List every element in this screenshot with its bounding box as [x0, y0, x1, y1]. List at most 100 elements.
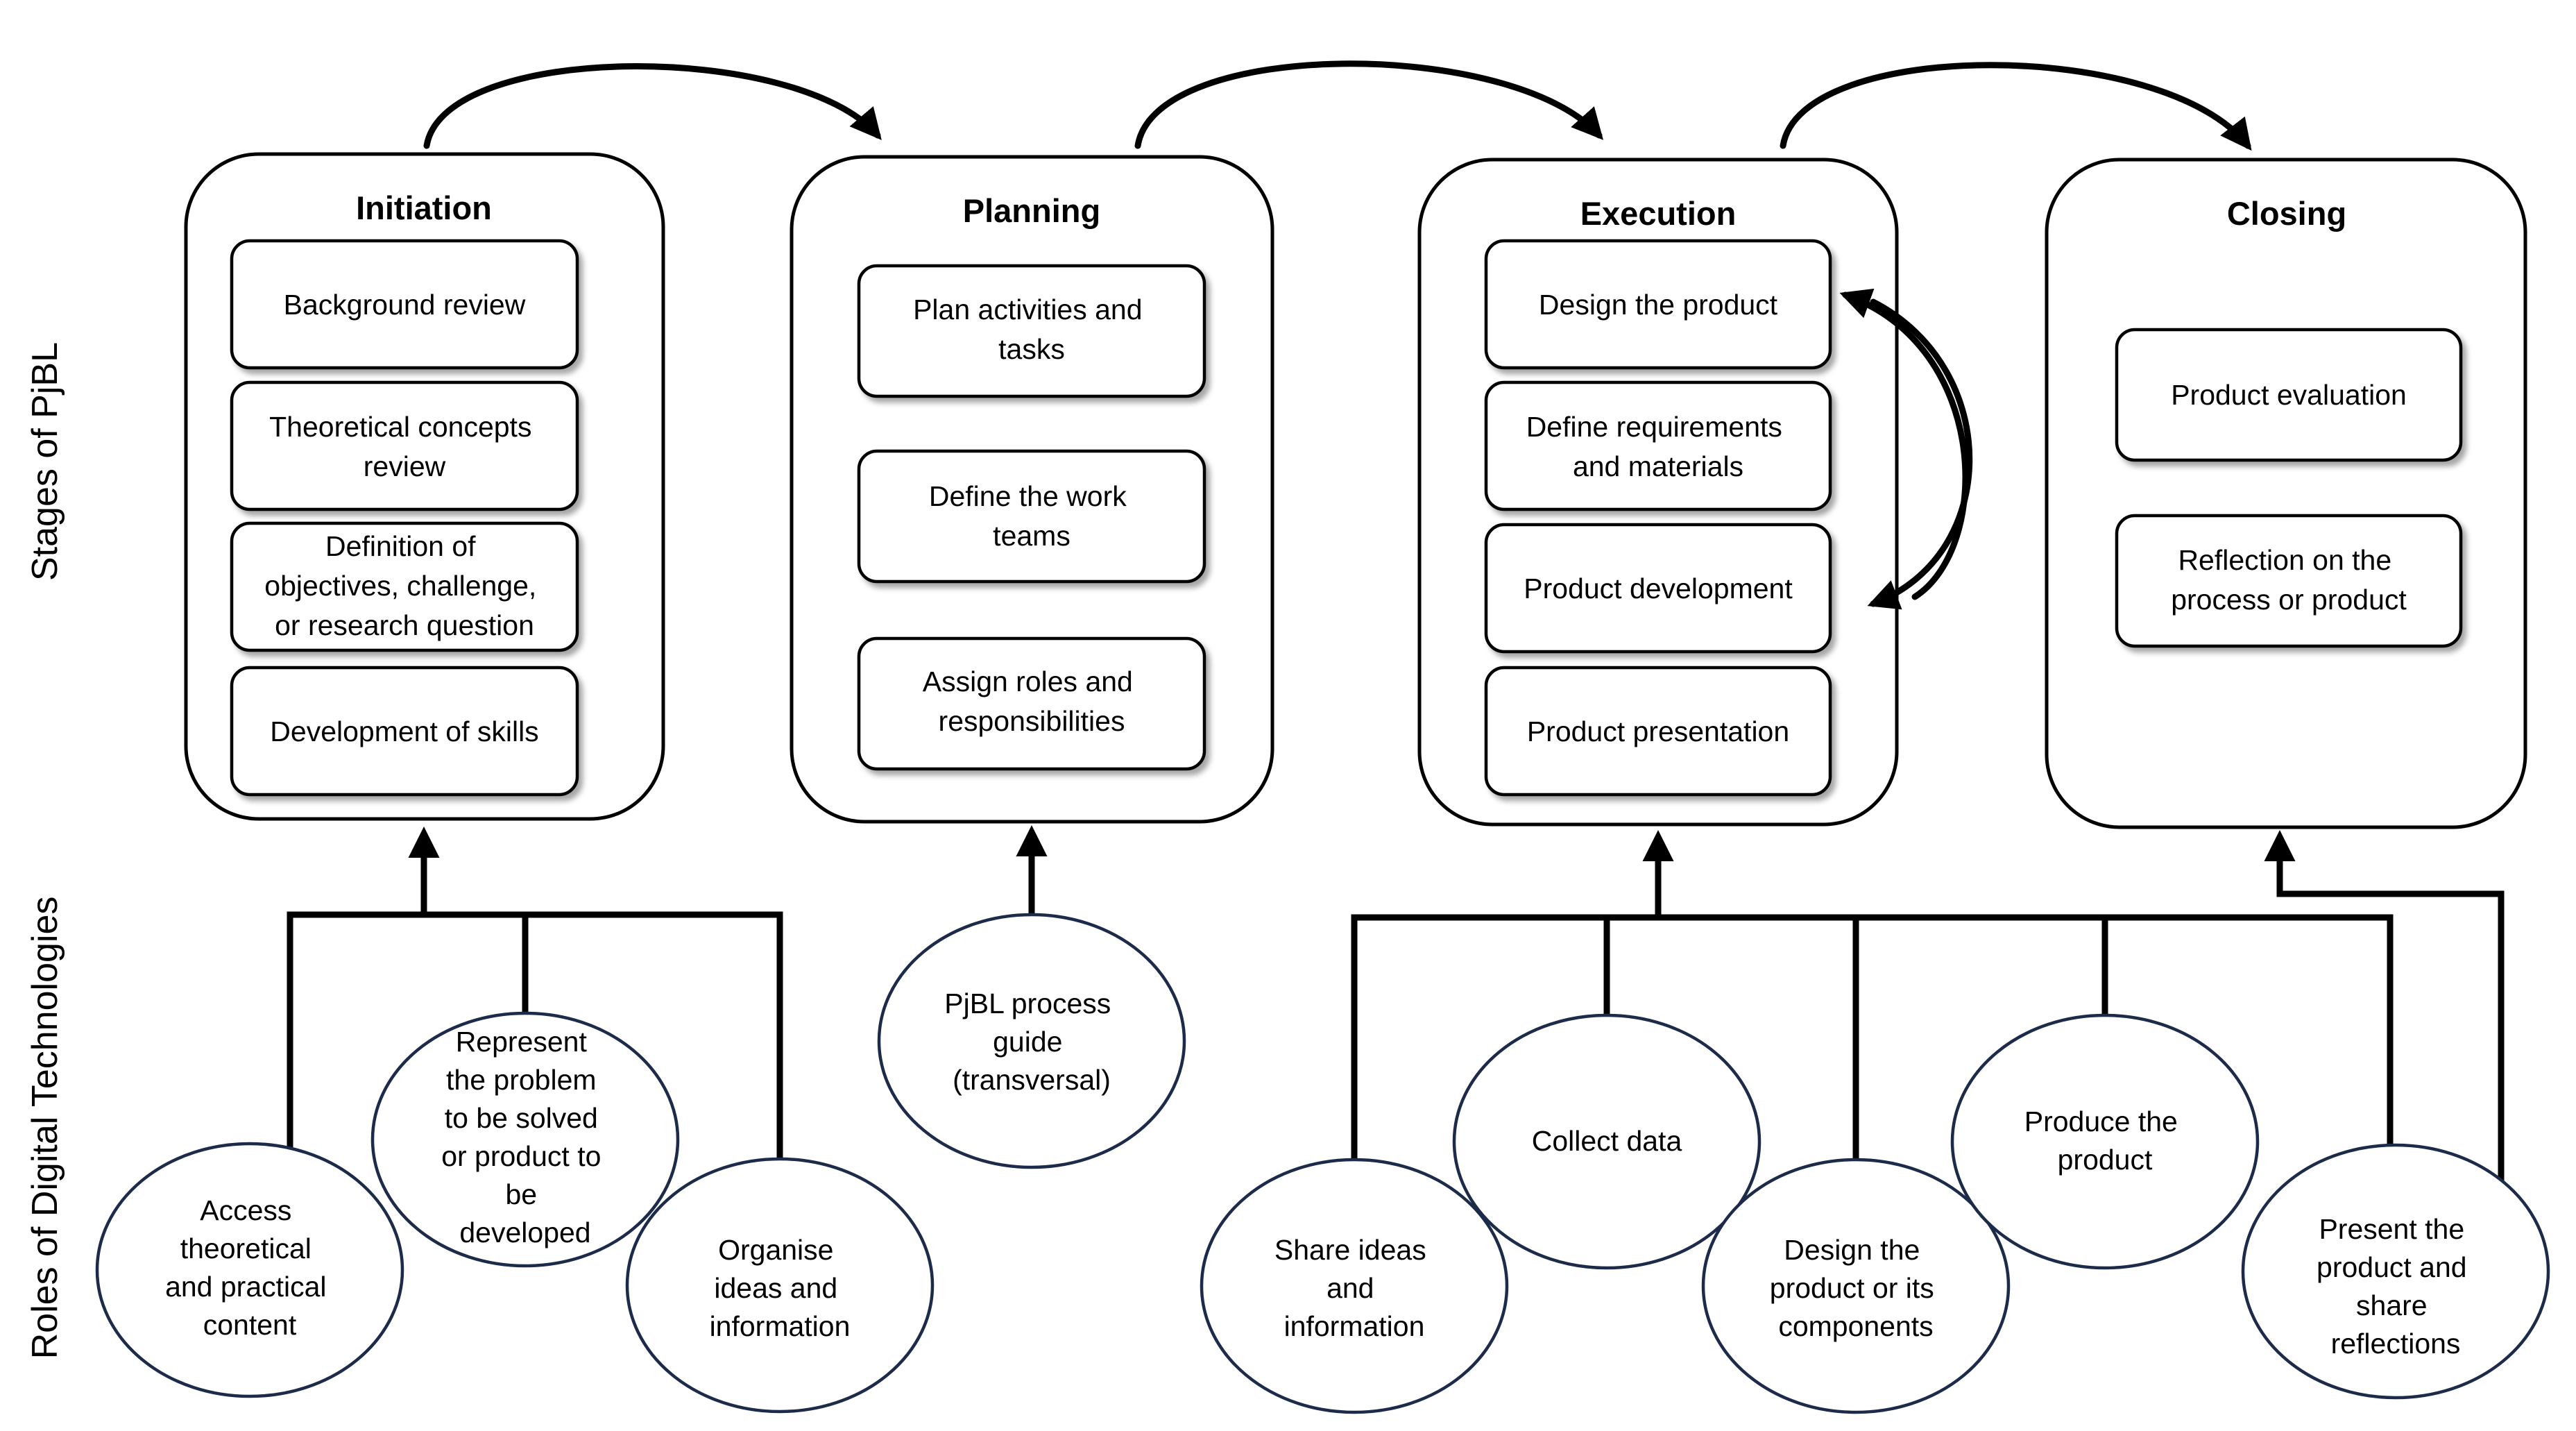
task-label: Development of skills	[270, 716, 538, 747]
task-assign-roles-and-responsibilities: Assign roles and responsibilities	[857, 636, 1206, 771]
task-box	[857, 636, 1206, 771]
role-access-content: Access theoretical and practical content	[95, 1142, 404, 1398]
task-line: or research question	[275, 609, 534, 641]
role-line: information	[1284, 1310, 1425, 1342]
role-line: guide	[993, 1026, 1062, 1058]
task-box	[230, 666, 579, 797]
stage-box-closing	[2045, 158, 2527, 829]
role-connectors	[287, 825, 2505, 1199]
role-line: information	[710, 1310, 851, 1342]
task-line: Define requirements	[1526, 411, 1782, 443]
role-line: be	[505, 1178, 537, 1210]
role-ellipse	[2241, 1143, 2550, 1400]
task-plan-activities-and-tasks: Plan activities and tasks	[857, 264, 1206, 398]
role-line: and practical	[165, 1271, 326, 1303]
task-label: Define requirements and materials	[1526, 411, 1791, 482]
role-line: and	[1327, 1272, 1374, 1304]
task-line: Product evaluation	[2171, 379, 2407, 411]
task-line: process or product	[2171, 584, 2407, 616]
role-line: Represent	[456, 1026, 588, 1058]
role-line: Produce the	[2024, 1106, 2178, 1137]
stage-title-initiation: Initiation	[356, 189, 492, 226]
role-line: product and	[2317, 1251, 2467, 1283]
task-line: responsibilities	[939, 705, 1125, 737]
role-label: Access theoretical and practical content	[165, 1194, 334, 1341]
task-design-the-product: Design the product	[1484, 239, 1832, 370]
role-ellipse	[1950, 1013, 2260, 1270]
task-background-review: Background review	[230, 239, 579, 370]
task-box	[1484, 666, 1832, 797]
role-ellipse	[1452, 1013, 1762, 1270]
stage-title-planning: Planning	[963, 192, 1100, 229]
task-label: Plan activities and tasks	[913, 294, 1150, 365]
task-line: review	[364, 450, 446, 482]
task-label: Design the product	[1539, 289, 1778, 321]
task-theoretical-concepts-review: Theoretical concepts review	[230, 380, 579, 511]
role-line: theoretical	[180, 1233, 312, 1264]
role-line: Share ideas	[1274, 1234, 1426, 1266]
task-define-requirements-and-materials: Define requirements and materials	[1484, 380, 1832, 511]
task-box	[857, 449, 1206, 584]
task-label: Definition of objectives, challenge, or …	[264, 530, 544, 641]
task-line: teams	[993, 520, 1071, 552]
task-box	[1484, 380, 1832, 511]
role-label: PjBL process guide (transversal)	[944, 988, 1118, 1096]
task-line: Background review	[284, 289, 526, 321]
task-define-the-work-teams: Define the work teams	[857, 449, 1206, 584]
role-line: developed	[459, 1217, 590, 1248]
task-label: Product evaluation	[2171, 379, 2407, 411]
task-product-evaluation: Product evaluation	[2115, 328, 2463, 462]
role-line: Collect data	[1532, 1125, 1682, 1157]
role-line: Present the	[2319, 1213, 2464, 1245]
role-label: Represent the problem to be solved or pr…	[441, 1026, 609, 1248]
role-label: Organise ideas and information	[710, 1234, 851, 1342]
task-box	[230, 521, 579, 652]
role-design-product-components: Design the product or its components	[1701, 1158, 2011, 1414]
task-product-presentation: Product presentation	[1484, 666, 1832, 797]
task-line: Development of skills	[270, 716, 538, 747]
role-collect-data: Collect data	[1452, 1013, 1762, 1270]
iteration-arrow-design-to-development	[1867, 298, 1973, 610]
task-box	[2115, 328, 2463, 462]
task-line: tasks	[998, 333, 1065, 365]
role-line: to be solved	[445, 1102, 598, 1134]
role-ellipse	[1200, 1158, 1509, 1414]
role-label: Share ideas and information	[1274, 1234, 1434, 1342]
task-development-of-skills: Development of skills	[230, 666, 579, 797]
role-organise-ideas: Organise ideas and information	[625, 1157, 935, 1414]
role-line: (transversal)	[953, 1064, 1111, 1096]
task-label: Product development	[1524, 573, 1793, 604]
role-label: Collect data	[1532, 1125, 1682, 1157]
role-pjbl-process-guide: PjBL process guide (transversal)	[877, 913, 1186, 1169]
role-line: or product to	[441, 1140, 601, 1172]
role-ellipse	[1701, 1158, 2011, 1414]
role-line: components	[1778, 1310, 1933, 1342]
role-line: share	[2356, 1289, 2428, 1321]
task-line: and materials	[1573, 450, 1743, 482]
task-box	[857, 264, 1206, 398]
task-label: Define the work teams	[929, 480, 1134, 552]
role-share-ideas: Share ideas and information	[1200, 1158, 1509, 1414]
role-line: content	[203, 1309, 297, 1341]
task-box	[230, 239, 579, 370]
task-line: Product presentation	[1527, 716, 1789, 747]
role-label: Produce the product	[2024, 1106, 2186, 1176]
task-label: Reflection on the process or product	[2171, 544, 2407, 616]
stage-flow-arrows	[423, 60, 2252, 151]
stage-title-closing: Closing	[2227, 195, 2346, 232]
stage-execution: Execution Design the product Define requ…	[1417, 158, 1973, 827]
task-reflection: Reflection on the process or product	[2115, 514, 2463, 648]
flow-arrow-initiation-to-planning	[423, 63, 882, 149]
task-box	[1484, 239, 1832, 370]
flow-arrow-execution-to-closing	[1780, 62, 2252, 151]
role-label: Design the product or its components	[1770, 1234, 1942, 1342]
task-line: Design the product	[1539, 289, 1778, 321]
role-line: Organise	[718, 1234, 833, 1266]
role-produce-product: Produce the product	[1950, 1013, 2260, 1270]
iteration-arrow-development-to-design	[1839, 288, 1969, 600]
role-represent-problem: Represent the problem to be solved or pr…	[370, 1011, 680, 1268]
task-line: Define the work	[929, 480, 1127, 512]
task-label: Theoretical concepts review	[269, 411, 540, 482]
role-line: Access	[200, 1194, 291, 1226]
task-line: Theoretical concepts	[269, 411, 531, 443]
